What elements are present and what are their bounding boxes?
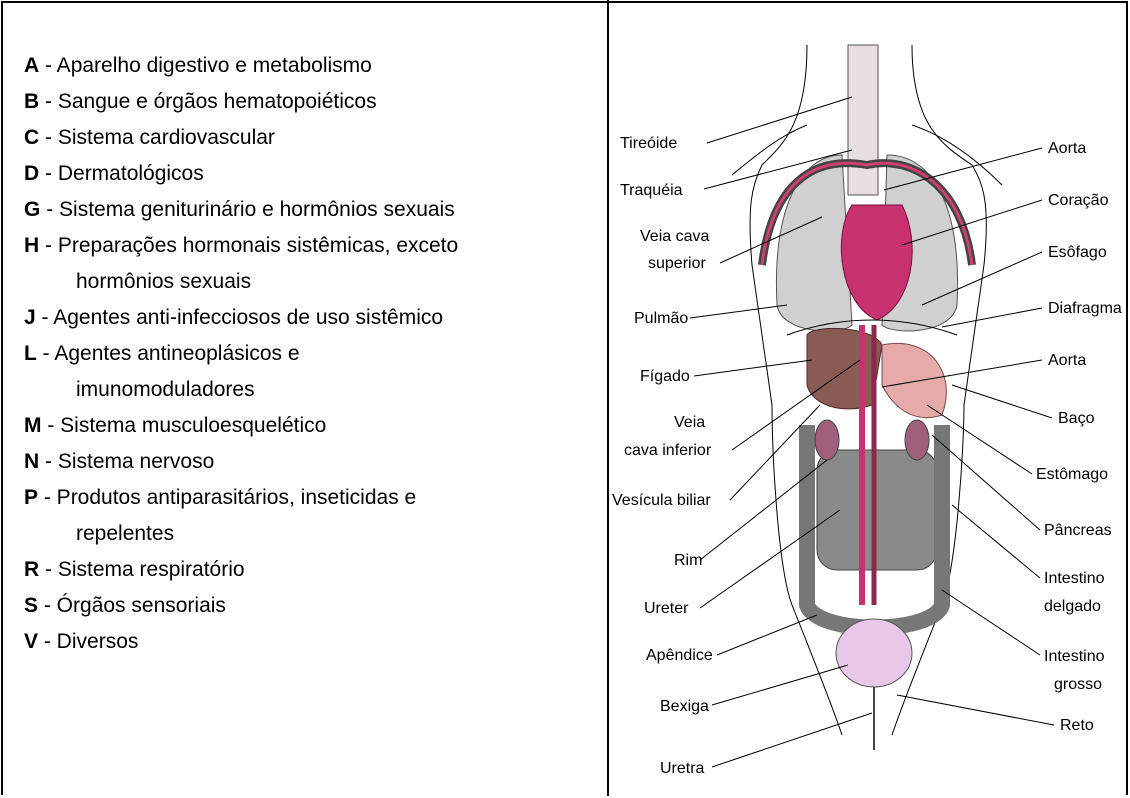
label-figado: Fígado xyxy=(640,368,690,385)
legend-text: - Produtos antiparasitários, inseticidas… xyxy=(44,486,416,509)
label-esofago: Esôfago xyxy=(1048,244,1107,261)
small-intestine xyxy=(817,450,937,570)
legend-code: S xyxy=(24,594,38,617)
legend-text: - Agentes anti-infecciosos de uso sistêm… xyxy=(42,306,444,329)
legend-code: N xyxy=(24,450,39,473)
legend-text: - Sistema geniturinário e hormônios sexu… xyxy=(46,198,455,221)
legend-text: - Sangue e órgãos hematopoiéticos xyxy=(45,90,377,113)
legend-item-d: D - Dermatológicos xyxy=(24,156,594,192)
anatomy-figure: Tireóide Traquéia Veia cava superior Pul… xyxy=(612,5,1127,793)
label-tireoide: Tireóide xyxy=(620,135,677,152)
legend-text: - Órgãos sensoriais xyxy=(44,594,226,617)
legend-code: C xyxy=(24,126,39,149)
legend-item-v: V - Diversos xyxy=(24,624,594,660)
legend-code: L xyxy=(24,342,37,365)
legend-item-c: C - Sistema cardiovascular xyxy=(24,120,594,156)
legend-item-a: A - Aparelho digestivo e metabolismo xyxy=(24,48,594,84)
label-aorta-top: Aorta xyxy=(1048,140,1086,157)
legend-item-m: M - Sistema musculoesquelético xyxy=(24,408,594,444)
legend-item-j: J - Agentes anti-infecciosos de uso sist… xyxy=(24,300,594,336)
legend-text-continuation: imunomoduladores xyxy=(24,372,594,408)
legend-text: - Sistema respiratório xyxy=(45,558,245,581)
legend-code: D xyxy=(24,162,39,185)
label-veia-cava-inf-1: Veia xyxy=(674,414,705,431)
column-divider xyxy=(607,0,609,796)
legend-text: - Dermatológicos xyxy=(45,162,204,185)
legend-item-r: R - Sistema respiratório xyxy=(24,552,594,588)
legend-item-s: S - Órgãos sensoriais xyxy=(24,588,594,624)
label-baco: Baço xyxy=(1058,410,1095,427)
label-veia-cava-sup-1: Veia cava xyxy=(640,228,709,245)
label-aorta-abd: Aorta xyxy=(1048,352,1086,369)
legend-code: P xyxy=(24,486,38,509)
label-apendice: Apêndice xyxy=(646,647,713,664)
legend-text: - Sistema musculoesquelético xyxy=(47,414,326,437)
label-pancreas: Pâncreas xyxy=(1044,522,1112,539)
legend-item-n: N - Sistema nervoso xyxy=(24,444,594,480)
label-intestino-grosso-1: Intestino xyxy=(1044,648,1105,665)
legend-code: M xyxy=(24,414,42,437)
label-intestino-delgado-1: Intestino xyxy=(1044,570,1105,587)
stomach xyxy=(882,343,946,417)
trachea xyxy=(848,45,878,195)
label-veia-cava-inf-2: cava inferior xyxy=(624,442,712,459)
label-reto: Reto xyxy=(1060,717,1094,734)
label-traqueia: Traquéia xyxy=(620,182,683,199)
legend-item-g: G - Sistema geniturinário e hormônios se… xyxy=(24,192,594,228)
bladder xyxy=(836,619,912,687)
legend-text-continuation: repelentes xyxy=(24,516,594,552)
legend-text: - Agentes antineoplásicos e xyxy=(43,342,300,365)
left-kidney xyxy=(815,420,839,460)
legend-item-b: B - Sangue e órgãos hematopoiéticos xyxy=(24,84,594,120)
label-veia-cava-sup-2: superior xyxy=(648,255,706,272)
legend-item-l: L - Agentes antineoplásicos e imunomodula… xyxy=(24,336,594,408)
legend-code: H xyxy=(24,234,39,257)
label-coracao: Coração xyxy=(1048,192,1109,209)
legend-text-continuation: hormônios sexuais xyxy=(24,264,594,300)
label-diafragma: Diafragma xyxy=(1048,300,1122,317)
legend-text: - Aparelho digestivo e metabolismo xyxy=(45,54,372,77)
legend-code: V xyxy=(24,630,38,653)
left-lung xyxy=(776,155,852,331)
legend-code: B xyxy=(24,90,39,113)
label-ureter: Ureter xyxy=(644,600,689,617)
legend-code: A xyxy=(24,54,39,77)
legend-item-h: H - Preparações hormonais sistêmicas, ex… xyxy=(24,228,594,300)
label-estomago: Estômago xyxy=(1036,466,1108,483)
label-bexiga: Bexiga xyxy=(660,698,709,715)
legend-text: - Sistema nervoso xyxy=(45,450,214,473)
legend-text: - Diversos xyxy=(44,630,139,653)
label-pulmao: Pulmão xyxy=(634,310,688,327)
legend-code: G xyxy=(24,198,40,221)
legend-text: - Sistema cardiovascular xyxy=(45,126,275,149)
label-intestino-grosso-2: grosso xyxy=(1054,676,1102,693)
label-intestino-delgado-2: delgado xyxy=(1044,598,1101,615)
legend-code: J xyxy=(24,306,36,329)
label-uretra: Uretra xyxy=(660,760,705,777)
legend-item-p: P - Produtos antiparasitários, inseticid… xyxy=(24,480,594,552)
legend-code: R xyxy=(24,558,39,581)
liver xyxy=(807,328,882,408)
label-rim: Rim xyxy=(674,552,702,569)
legend-text: - Preparações hormonais sistêmicas, exce… xyxy=(45,234,458,257)
right-kidney xyxy=(905,420,929,460)
label-vesicula: Vesícula biliar xyxy=(612,492,711,509)
anatomy-diagram: Tireóide Traquéia Veia cava superior Pul… xyxy=(612,5,1127,793)
